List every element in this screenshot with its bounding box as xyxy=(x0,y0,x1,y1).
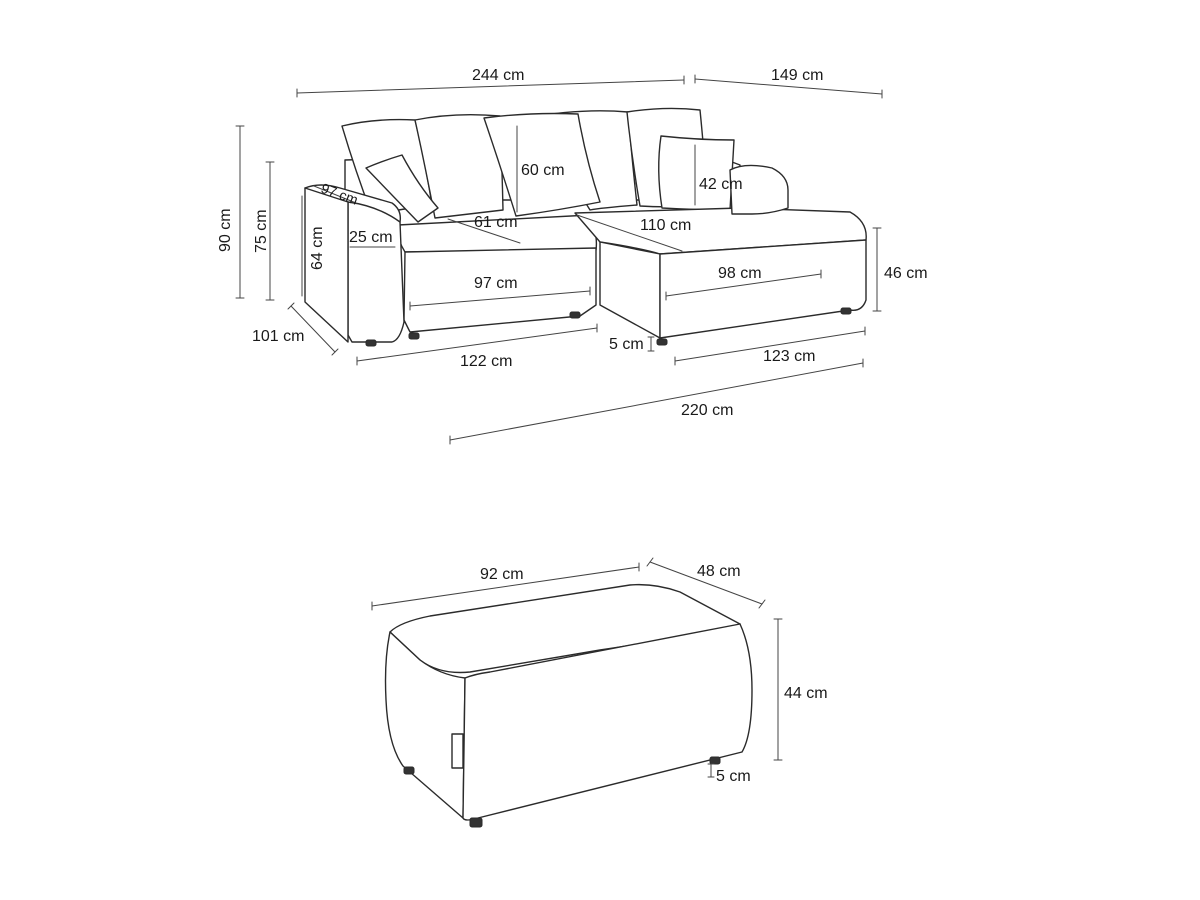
sofa-leg-2 xyxy=(408,332,420,340)
front-cushion-right xyxy=(658,135,735,211)
ottoman-leg-3 xyxy=(709,756,721,765)
chaise-front xyxy=(599,241,661,339)
back-cushion-2 xyxy=(414,113,504,219)
dim-back-cushion-height: 60 cm xyxy=(521,162,565,179)
dim-chaise-depth: 149 cm xyxy=(771,67,823,84)
dim-ottoman-width: 92 cm xyxy=(480,566,524,583)
ottoman-side xyxy=(384,631,466,819)
dim-ottoman-height: 44 cm xyxy=(784,685,828,702)
ottoman-dimensions: 92 cm 48 cm 44 cm 5 cm xyxy=(371,557,828,785)
ottoman-leg-1 xyxy=(403,766,415,775)
dim-small-cushion-height: 42 cm xyxy=(699,176,743,193)
dim-seat-height: 46 cm xyxy=(884,265,928,282)
left-armrest-side xyxy=(304,187,349,343)
dim-chaise-length: 220 cm xyxy=(681,402,733,419)
ottoman-handle xyxy=(451,733,464,769)
dim-chaise-seat-length: 110 cm xyxy=(640,217,691,234)
dim-arm-width: 25 cm xyxy=(349,229,393,246)
dim-overall-width: 244 cm xyxy=(472,67,524,84)
front-cushion-center xyxy=(483,112,601,217)
sofa-leg-4 xyxy=(656,338,668,346)
dim-leg-height: 5 cm xyxy=(609,336,644,353)
sofa-leg-3 xyxy=(569,311,581,319)
dim-arm-height: 64 cm xyxy=(309,226,326,270)
sofa-leg-1 xyxy=(365,339,377,347)
left-armrest-front xyxy=(347,201,405,343)
sofa-dimensions: 244 cm 149 cm 90 cm 75 cm 64 cm 97 cm 25… xyxy=(217,67,928,445)
chaise-side xyxy=(659,239,867,339)
dim-ottoman-leg-height: 5 cm xyxy=(716,768,751,785)
dim-total-height: 90 cm xyxy=(217,208,234,252)
dim-back-height: 75 cm xyxy=(253,209,270,253)
dim-seat-depth: 61 cm xyxy=(474,214,518,231)
ottoman-drawing xyxy=(384,583,753,828)
dim-seat-width: 97 cm xyxy=(474,275,518,292)
ottoman-leg-2 xyxy=(469,817,483,828)
dim-depth: 101 cm xyxy=(252,328,304,345)
front-cushion-left xyxy=(365,154,439,223)
dim-base-width: 122 cm xyxy=(460,353,512,370)
sofa-leg-5 xyxy=(840,307,852,315)
dim-ottoman-depth: 48 cm xyxy=(697,563,741,580)
right-armrest xyxy=(729,164,789,215)
dim-chaise-seat-width: 98 cm xyxy=(718,265,762,282)
dim-chaise-base-width: 123 cm xyxy=(763,348,815,365)
sofa-drawing xyxy=(304,107,867,347)
